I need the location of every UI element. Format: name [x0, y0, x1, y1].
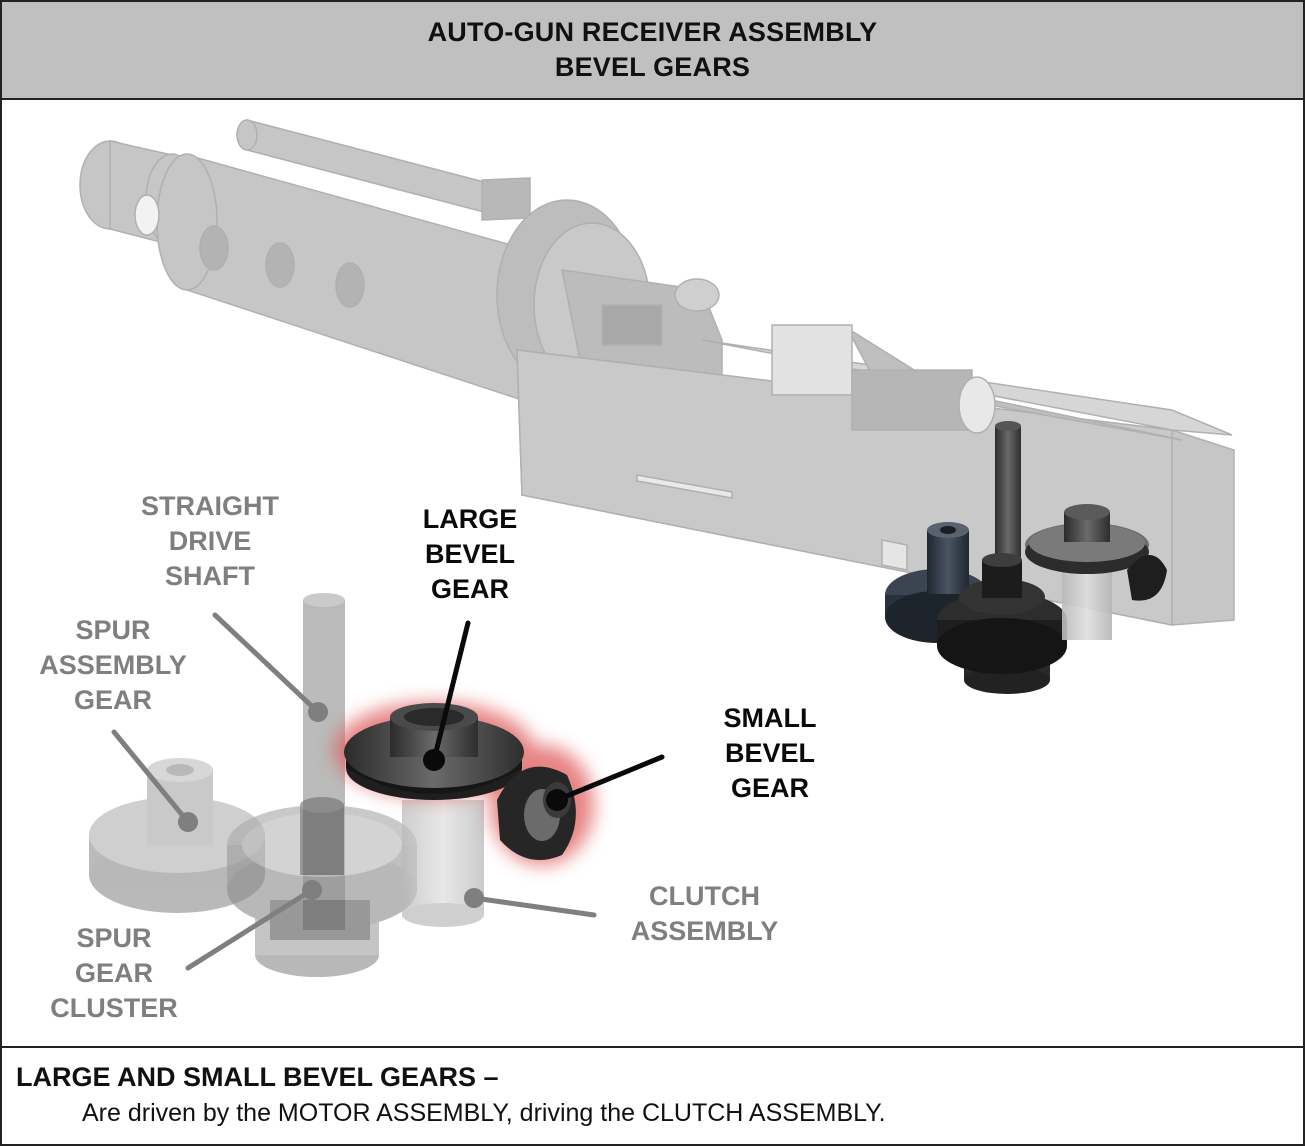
description-text: Are driven by the MOTOR ASSEMBLY, drivin… — [82, 1099, 886, 1127]
label-line: LARGE — [422, 504, 518, 534]
installed-gear-train — [885, 421, 1167, 694]
label-line: GEAR — [430, 574, 509, 604]
label-line: GEAR — [74, 958, 153, 988]
label-line: SHAFT — [165, 561, 255, 591]
label-line: BEVEL — [424, 539, 516, 569]
label-line: GEAR — [730, 773, 809, 803]
leader-dot-spur-assembly-gear — [178, 812, 198, 832]
leader-clutch-assembly — [471, 895, 597, 918]
diagram-figure: STRAIGHT DRIVE SHAFT SPUR ASSEMBLY GEAR … — [2, 100, 1303, 1044]
receiver-illustration — [79, 119, 1235, 977]
leader-lines — [111, 612, 665, 971]
label-line: SMALL — [723, 703, 817, 733]
label-clutch-assembly: CLUTCH ASSEMBLY — [617, 879, 792, 949]
label-spur-assembly-gear: SPUR ASSEMBLY GEAR — [28, 613, 198, 718]
leader-straight-drive-shaft — [212, 612, 321, 715]
label-line: ASSEMBLY — [630, 916, 779, 946]
leader-small-bevel-gear — [554, 754, 665, 803]
clutch-assembly-part — [402, 800, 484, 927]
label-line: DRIVE — [168, 526, 252, 556]
label-line: BEVEL — [724, 738, 816, 768]
label-line: GEAR — [73, 685, 152, 715]
label-large-bevel-gear: LARGE BEVEL GEAR — [410, 502, 530, 607]
label-line: CLUTCH — [649, 881, 760, 911]
description-panel: LARGE AND SMALL BEVEL GEARS – Are driven… — [2, 1046, 1303, 1146]
label-small-bevel-gear: SMALL BEVEL GEAR — [710, 701, 830, 806]
leader-spur-assembly-gear — [111, 729, 191, 825]
leader-dot-large-bevel-gear — [423, 749, 445, 771]
leader-dot-straight-drive-shaft — [308, 702, 328, 722]
spur-gear-cluster-part — [227, 797, 417, 977]
label-line: SPUR — [75, 615, 151, 645]
title-banner: AUTO-GUN RECEIVER ASSEMBLY BEVEL GEARS — [2, 2, 1303, 100]
leader-dot-spur-gear-cluster — [302, 880, 322, 900]
leader-dot-clutch-assembly — [464, 888, 484, 908]
label-line: CLUSTER — [50, 993, 178, 1023]
title-line-1: AUTO-GUN RECEIVER ASSEMBLY — [427, 17, 878, 47]
leader-dot-small-bevel-gear — [546, 789, 568, 811]
title-line-2: BEVEL GEARS — [554, 52, 751, 82]
label-line: ASSEMBLY — [39, 650, 187, 680]
leader-large-bevel-gear — [431, 620, 471, 763]
label-spur-gear-cluster: SPUR GEAR CLUSTER — [38, 921, 190, 1026]
label-line: STRAIGHT — [141, 491, 279, 521]
description-heading: LARGE AND SMALL BEVEL GEARS – — [16, 1062, 499, 1092]
label-line: SPUR — [76, 923, 152, 953]
label-straight-drive-shaft: STRAIGHT DRIVE SHAFT — [130, 489, 290, 594]
leader-spur-gear-cluster — [185, 887, 315, 971]
